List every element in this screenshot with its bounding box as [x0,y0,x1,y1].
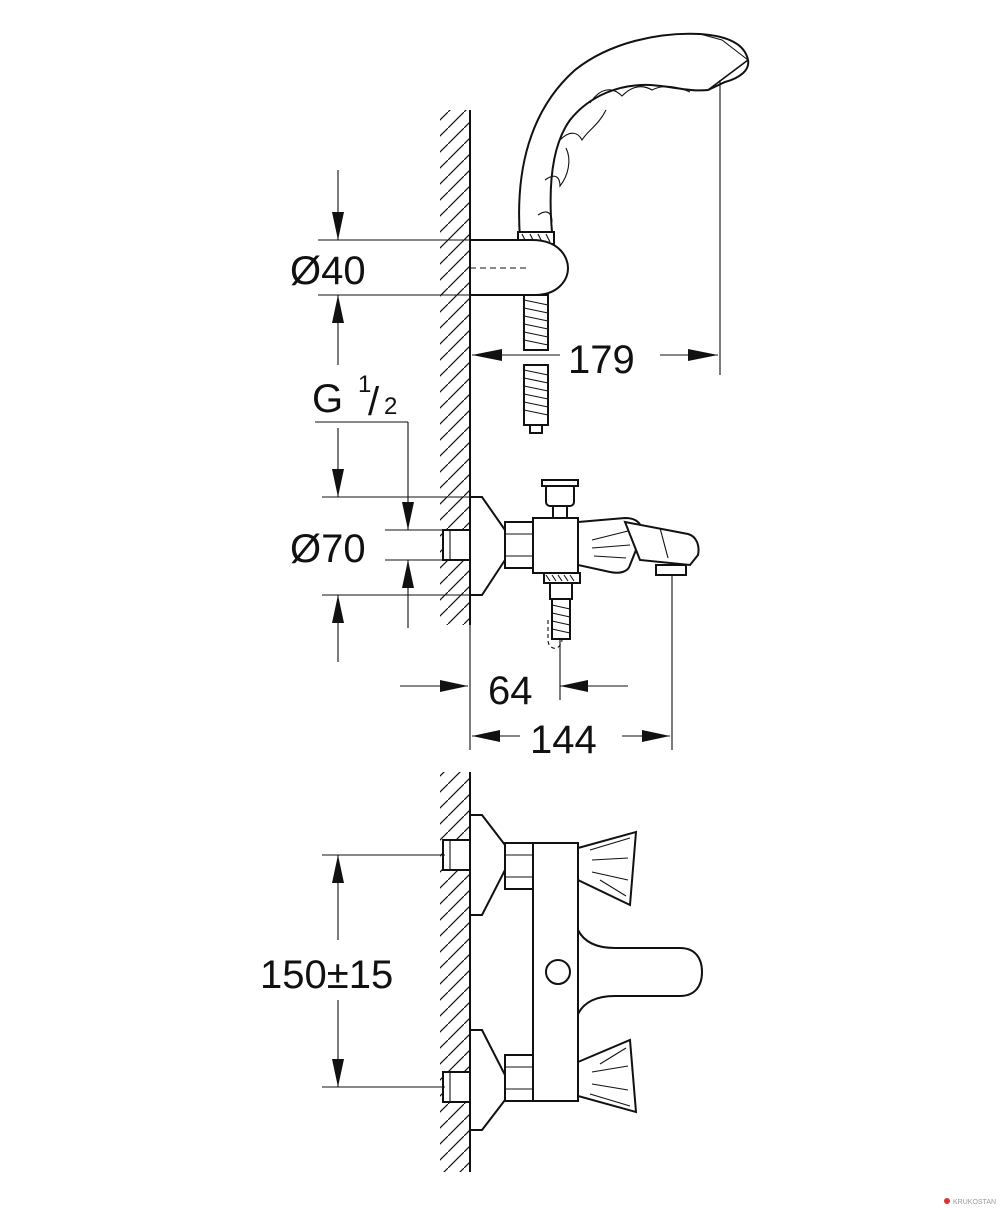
dimension-179: 179 [472,80,721,382]
thread-label: G 1 / 2 [312,371,445,628]
dimension-d70-label: Ø70 [290,527,366,571]
svg-text:/: / [368,380,380,424]
dimension-d70: Ø70 [290,428,475,662]
thread-fraction-denominator: 2 [384,393,397,420]
dimension-d40-label: Ø40 [290,249,366,293]
dimension-179-label: 179 [568,338,635,382]
thread-g-label: G [312,377,343,421]
dimension-150-label: 150±15 [260,953,393,997]
watermark: KRUKOSTAN [944,1198,996,1206]
hand-shower [517,32,750,245]
dimension-150: 150±15 [260,854,445,1088]
dimension-64: 64 [400,640,628,713]
watermark-text: KRUKOSTAN [953,1199,996,1206]
wall-section-bottom [440,772,471,1172]
dimension-d40: Ø40 [290,170,470,365]
dimension-144-label: 144 [530,718,597,762]
shower-hose [523,294,549,434]
thread-fraction-numerator: 1 [358,371,371,398]
dimension-144: 144 [469,575,673,762]
mixer-front-view [442,814,704,1131]
wall-bracket [469,239,570,296]
mixer-side-view [442,479,700,649]
dimension-64-label: 64 [488,669,533,713]
